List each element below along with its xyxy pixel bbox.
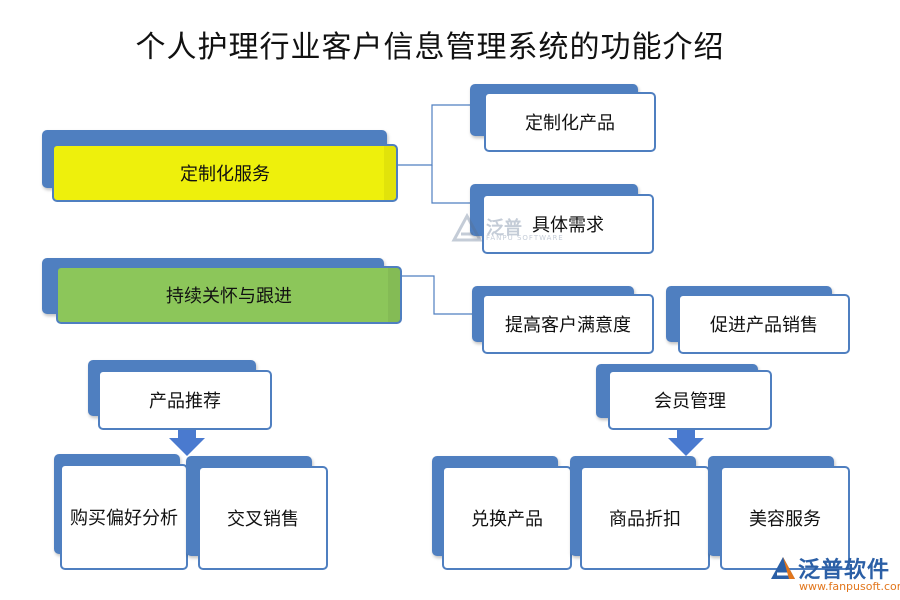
fanpu-logo-icon	[771, 557, 795, 579]
connector-service-to-needs	[431, 165, 472, 204]
connector-service-to-product	[398, 104, 472, 166]
node-label: 促进产品销售	[710, 315, 818, 336]
node-label: 会员管理	[654, 391, 726, 412]
node-promote-sales: 促进产品销售	[666, 286, 854, 356]
node-specific-needs: 具体需求	[470, 184, 660, 256]
node-cross-selling: 交叉销售	[186, 456, 330, 574]
node-label: 交叉销售	[227, 509, 299, 530]
logo-text: 泛普软件	[798, 558, 891, 583]
node-satisfaction: 提高客户满意度	[472, 286, 658, 356]
node-label: 美容服务	[749, 509, 821, 530]
page-title: 个人护理行业客户信息管理系统的功能介绍	[135, 30, 725, 65]
node-label: 定制化产品	[525, 113, 615, 134]
node-label: 兑换产品	[471, 509, 543, 530]
node-discounts: 商品折扣	[570, 456, 714, 574]
connector-care-to-satisfaction	[402, 275, 472, 315]
node-membership: 会员管理	[596, 364, 778, 432]
node-beauty-services: 美容服务	[708, 456, 854, 574]
node-preference-analysis: 购买偏好分析	[54, 454, 190, 574]
node-customized-service: 定制化服务	[42, 130, 402, 206]
brand-logo: 泛普软件 www.fanpusoft.com	[768, 552, 900, 598]
node-label: 购买偏好分析	[70, 508, 178, 529]
node-customized-product: 定制化产品	[470, 84, 660, 156]
node-product-recommend: 产品推荐	[88, 360, 276, 432]
arrow-down-left	[169, 428, 205, 456]
node-label: 产品推荐	[149, 391, 221, 412]
node-continuous-care: 持续关怀与跟进	[42, 258, 404, 328]
node-label: 持续关怀与跟进	[166, 286, 292, 307]
node-exchange-products: 兑换产品	[432, 456, 576, 574]
node-label: 提高客户满意度	[505, 315, 631, 336]
node-label: 定制化服务	[180, 164, 270, 185]
logo-url: www.fanpusoft.com	[799, 580, 900, 593]
node-label: 商品折扣	[609, 509, 681, 530]
arrow-down-right	[668, 428, 704, 456]
node-label: 具体需求	[532, 215, 604, 236]
